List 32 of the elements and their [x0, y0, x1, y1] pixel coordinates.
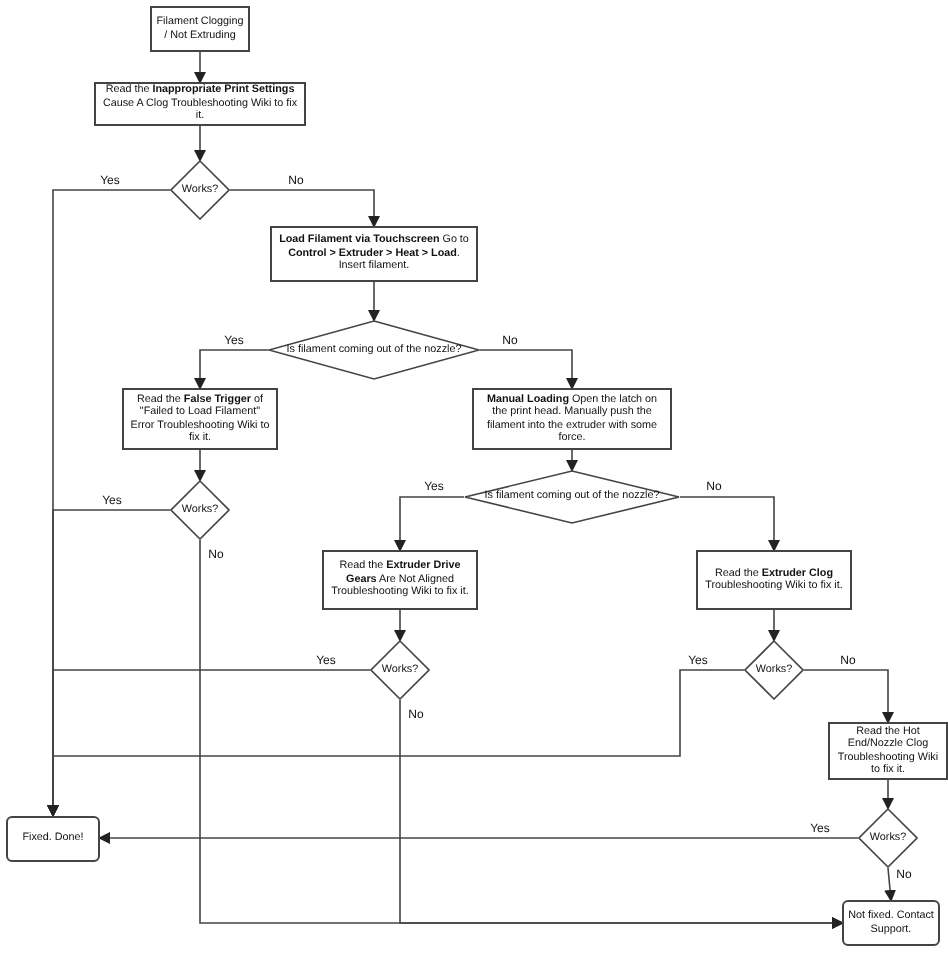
decision-diamond [170, 480, 230, 540]
arrow [882, 779, 894, 810]
arrow [479, 349, 578, 390]
arrow [566, 449, 578, 472]
process-box [322, 550, 478, 610]
arrow [679, 496, 780, 552]
process-box [150, 6, 250, 52]
decision-diamond [744, 640, 804, 700]
arrow [803, 669, 894, 724]
arrow [884, 867, 897, 902]
arrow [194, 51, 206, 84]
decision-diamond [858, 808, 918, 868]
decision-diamond [464, 470, 680, 524]
arrow [768, 609, 780, 642]
arrow [194, 449, 206, 482]
process-box [472, 388, 672, 450]
process-box [696, 550, 852, 610]
arrow [399, 699, 844, 929]
terminal-box [6, 815, 100, 861]
arrow [394, 609, 406, 642]
decision-diamond [370, 640, 430, 700]
terminal-box [842, 900, 940, 946]
arrow [394, 496, 465, 552]
process-box [270, 226, 478, 282]
arrow [47, 669, 745, 817]
decision-diamond [268, 320, 480, 380]
arrow [229, 189, 380, 228]
arrow [194, 125, 206, 162]
arrow [368, 281, 380, 322]
arrow [98, 832, 859, 844]
decision-diamond [170, 160, 230, 220]
arrow [194, 349, 269, 390]
